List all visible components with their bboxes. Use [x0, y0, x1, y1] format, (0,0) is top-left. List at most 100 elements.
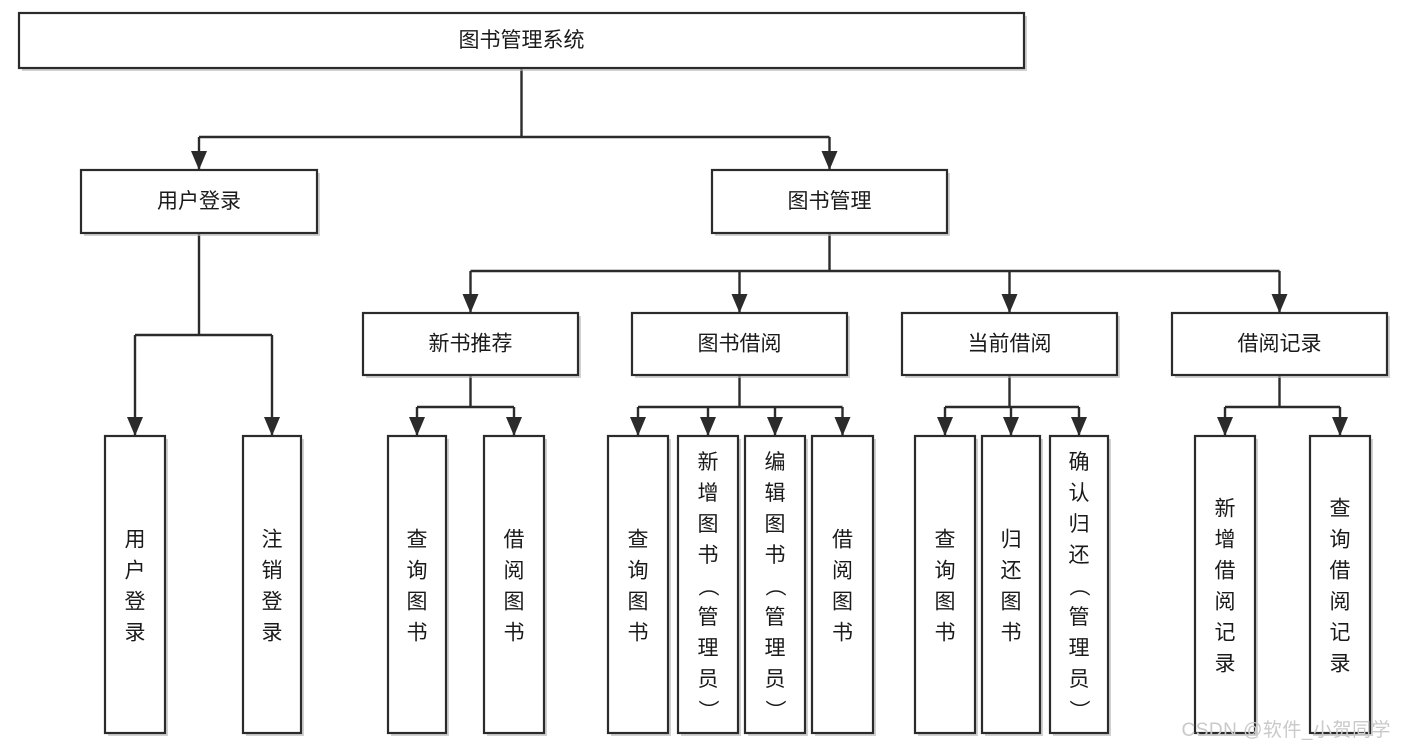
svg-text:归: 归 [1069, 513, 1090, 536]
node-leaf-2-0[interactable] [606, 434, 671, 736]
svg-text:还: 还 [1001, 560, 1022, 583]
svg-text:归: 归 [1001, 529, 1022, 552]
node-level3-2[interactable] [900, 311, 1120, 378]
node-leaf-2-2[interactable] [743, 434, 808, 736]
node-leaf-3-1[interactable] [980, 434, 1043, 736]
arrow-head-icon [630, 417, 646, 436]
svg-text:理: 理 [765, 637, 786, 660]
svg-text:阅: 阅 [1215, 591, 1236, 614]
svg-text:图: 图 [504, 591, 525, 614]
svg-text:（: （ [1067, 576, 1090, 597]
svg-text:询: 询 [407, 560, 428, 583]
arrow-head-icon [1071, 417, 1087, 436]
svg-text:查: 查 [1330, 498, 1351, 521]
svg-text:员: 员 [765, 668, 786, 691]
node-leaf-1-0[interactable] [386, 434, 449, 736]
svg-text:图: 图 [935, 591, 956, 614]
node-leaf-4-0[interactable] [1193, 434, 1258, 736]
node-level3-0[interactable] [361, 311, 581, 378]
arrow-head-icon [821, 151, 838, 170]
node-level3-1[interactable] [630, 311, 850, 378]
arrow-head-icon [1003, 417, 1019, 436]
node-level3-label-3: 借阅记录 [1238, 333, 1322, 356]
svg-text:询: 询 [935, 560, 956, 583]
svg-text:新: 新 [698, 451, 719, 474]
svg-text:查: 查 [628, 529, 649, 552]
node-leaf-4-1[interactable] [1308, 434, 1373, 736]
node-level2-label-1: 图书管理 [788, 190, 872, 213]
svg-text:确: 确 [1069, 451, 1090, 474]
arrow-head-icon [409, 417, 425, 436]
svg-text:录: 录 [262, 622, 283, 645]
svg-text:户: 户 [125, 560, 146, 583]
arrow-head-icon [700, 417, 716, 436]
svg-text:书: 书 [407, 622, 428, 645]
svg-text:录: 录 [1330, 653, 1351, 676]
svg-text:图: 图 [832, 591, 853, 614]
arrow-head-icon [1271, 294, 1288, 313]
node-leaf-3-0[interactable] [913, 434, 978, 736]
arrow-head-icon [1001, 294, 1018, 313]
arrow-head-icon [767, 417, 783, 436]
svg-text:录: 录 [1215, 653, 1236, 676]
svg-text:增: 增 [698, 482, 719, 505]
arrow-head-icon [462, 294, 479, 313]
node-leaf-2-3[interactable] [810, 434, 876, 736]
svg-text:用: 用 [125, 529, 146, 552]
svg-text:管: 管 [765, 606, 786, 629]
svg-text:书: 书 [628, 622, 649, 645]
svg-text:询: 询 [1330, 529, 1351, 552]
node-leaf-2-1[interactable] [676, 434, 741, 736]
svg-text:理: 理 [1069, 637, 1090, 660]
node-level2-1[interactable] [710, 168, 950, 236]
svg-text:书: 书 [832, 622, 853, 645]
node-level3-3[interactable] [1170, 311, 1390, 378]
svg-text:）: ） [763, 700, 786, 721]
node-root[interactable] [17, 11, 1027, 71]
svg-text:图: 图 [765, 513, 786, 536]
svg-text:记: 记 [1330, 622, 1351, 645]
svg-text:图: 图 [698, 513, 719, 536]
node-leaf-3-2[interactable] [1048, 434, 1111, 736]
svg-text:销: 销 [262, 560, 283, 583]
arrow-head-icon [191, 151, 207, 170]
node-leaf-1-1[interactable] [482, 434, 547, 736]
csdn-watermark: CSDN @软件_小贺同学 [1181, 720, 1391, 741]
svg-text:书: 书 [935, 622, 956, 645]
svg-text:管: 管 [698, 606, 719, 629]
node-leaf-0-1[interactable] [241, 434, 304, 736]
node-level2-0[interactable] [79, 168, 320, 236]
svg-text:（: （ [763, 576, 786, 597]
svg-text:借: 借 [1330, 560, 1351, 583]
svg-text:询: 询 [628, 560, 649, 583]
arrow-head-icon [1217, 417, 1233, 436]
node-leaf-0-0[interactable] [103, 434, 168, 736]
arrow-head-icon [731, 294, 748, 313]
arrow-head-icon [264, 417, 280, 436]
arrow-head-icon [127, 417, 143, 436]
node-level2-label-0: 用户登录 [157, 190, 241, 213]
svg-text:借: 借 [1215, 560, 1236, 583]
svg-text:图: 图 [1001, 591, 1022, 614]
svg-text:辑: 辑 [765, 482, 786, 505]
arrow-head-icon [834, 417, 851, 436]
svg-text:书: 书 [765, 544, 786, 567]
svg-text:图: 图 [407, 591, 428, 614]
svg-text:编: 编 [765, 451, 786, 474]
svg-text:借: 借 [832, 529, 853, 552]
svg-text:阅: 阅 [1330, 591, 1351, 614]
svg-text:员: 员 [698, 668, 719, 691]
